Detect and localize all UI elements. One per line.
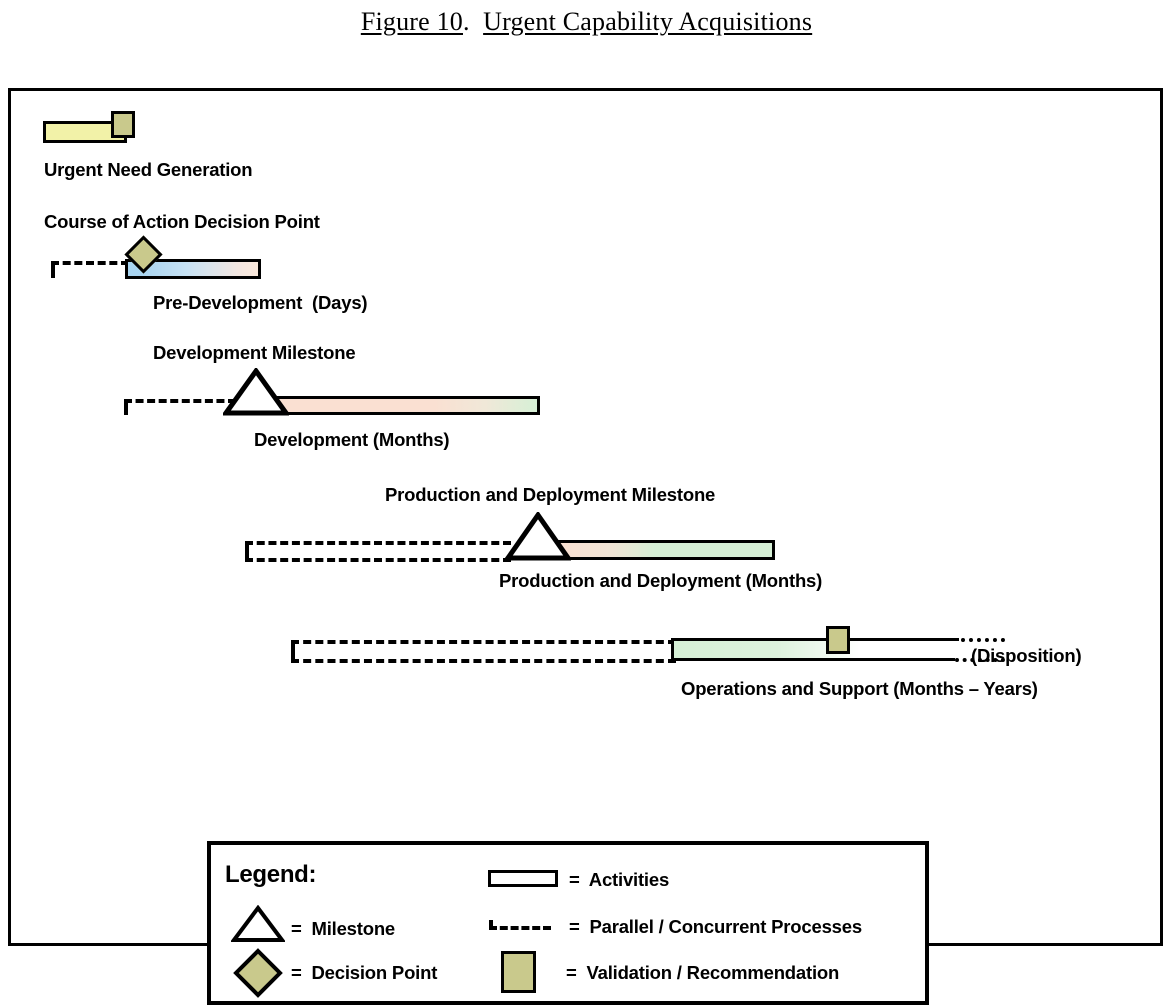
legend-decision-diamond-icon (233, 948, 283, 998)
legend-box: Legend: = Milestone = Decision Point = A… (207, 841, 929, 1005)
pre-development-parallel-tick (51, 261, 55, 278)
development-label: Development (Months) (254, 429, 450, 450)
development-milestone-triangle-icon (223, 368, 289, 416)
urgent-need-generation-label: Urgent Need Generation (44, 159, 253, 180)
legend-activity-bar-icon (488, 870, 558, 887)
pd-parallel-tick (245, 541, 249, 560)
production-and-deployment-milestone-label: Production and Deployment Milestone (385, 484, 716, 505)
os-parallel-line-bottom (291, 659, 676, 663)
development-parallel-line (124, 399, 236, 403)
legend-milestone-label: = Milestone (291, 918, 396, 939)
development-bar (275, 396, 540, 415)
operations-and-support-label: Operations and Support (Months – Years) (681, 678, 1038, 699)
pre-development-bar (125, 259, 261, 279)
os-parallel-tick (291, 640, 295, 661)
production-and-deployment-label: Production and Deployment (Months) (499, 570, 823, 591)
os-validation-square-icon (826, 626, 850, 654)
figure-number: Figure 10 (360, 7, 463, 36)
validation-square-icon (111, 111, 135, 138)
diagram-frame: Urgent Need Generation Course of Action … (8, 88, 1163, 1005)
production-and-deployment-milestone-triangle-icon (505, 512, 571, 561)
development-milestone-label: Development Milestone (153, 342, 356, 363)
os-parallel-line-top (291, 640, 676, 644)
production-and-deployment-bar (556, 540, 775, 560)
legend-decision-point-label: = Decision Point (291, 962, 438, 983)
legend-validation-square-icon (501, 951, 536, 993)
legend-activities-label: = Activities (569, 869, 670, 890)
pre-development-parallel-line (51, 261, 129, 265)
development-parallel-tick (124, 399, 128, 415)
os-activity-line-top (859, 638, 959, 641)
pd-parallel-line-top (245, 541, 511, 545)
course-of-action-decision-point-label: Course of Action Decision Point (44, 211, 320, 232)
operations-and-support-bar (671, 638, 861, 661)
figure-title-text: Urgent Capability Acquisitions (483, 7, 813, 36)
os-disposition-dots-top (961, 638, 1005, 642)
pre-development-label: Pre-Development (Days) (153, 292, 368, 313)
legend-validation-label: = Validation / Recommendation (566, 962, 840, 983)
legend-milestone-triangle-icon (230, 904, 286, 943)
os-disposition-dots-bottom (955, 658, 1005, 662)
legend-dashed-line-tick (489, 920, 493, 928)
os-activity-line-bottom (859, 658, 955, 661)
legend-parallel-processes-label: = Parallel / Concurrent Processes (569, 916, 862, 937)
pd-parallel-line-bottom (245, 558, 511, 562)
figure-page: { "title": { "part1": "Figure 10", "sepa… (0, 7, 1173, 1005)
figure-title-separator: . (463, 7, 484, 36)
legend-title: Legend: (225, 861, 317, 888)
figure-title: Figure 10. Urgent Capability Acquisition… (0, 7, 1173, 37)
disposition-label: (Disposition) (971, 645, 1082, 666)
legend-dashed-line-icon (489, 926, 551, 930)
